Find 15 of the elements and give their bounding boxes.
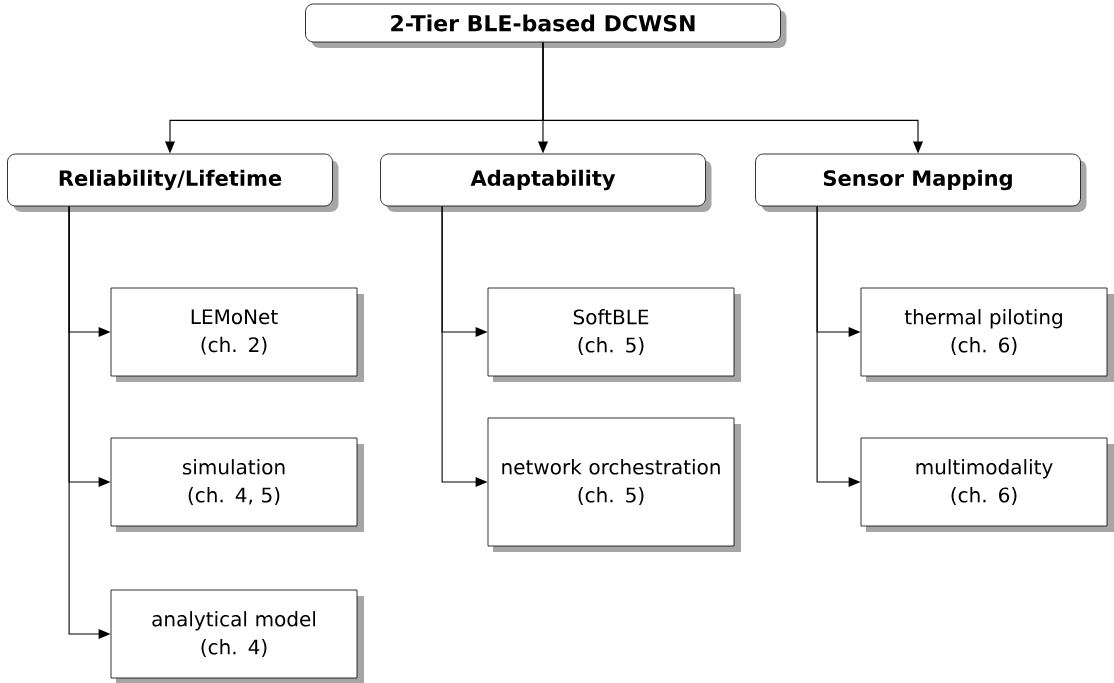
topic-box: multimodality (ch. 6) (860, 437, 1114, 532)
topic-box: thermal piloting (ch. 6) (860, 287, 1114, 382)
topic-box: LEMoNet (ch. 2) (110, 287, 364, 382)
heading-box: 2-Tier BLE-based DCWSN (305, 3, 787, 48)
category-box: Sensor Mapping (755, 153, 1087, 212)
category-box: Reliability/Lifetime (7, 153, 339, 212)
topic-box: SoftBLE (ch. 5) (487, 287, 741, 382)
arrow (68, 205, 111, 639)
arrow (441, 205, 488, 487)
topic-box: simulation (ch. 4, 5) (110, 437, 364, 532)
arrow (542, 41, 923, 154)
topic-box: analytical model (ch. 4) (110, 589, 364, 683)
topic-box: network orchestration (ch. 5) (487, 417, 741, 552)
arrow (816, 205, 861, 487)
category-box: Adaptability (380, 153, 712, 212)
